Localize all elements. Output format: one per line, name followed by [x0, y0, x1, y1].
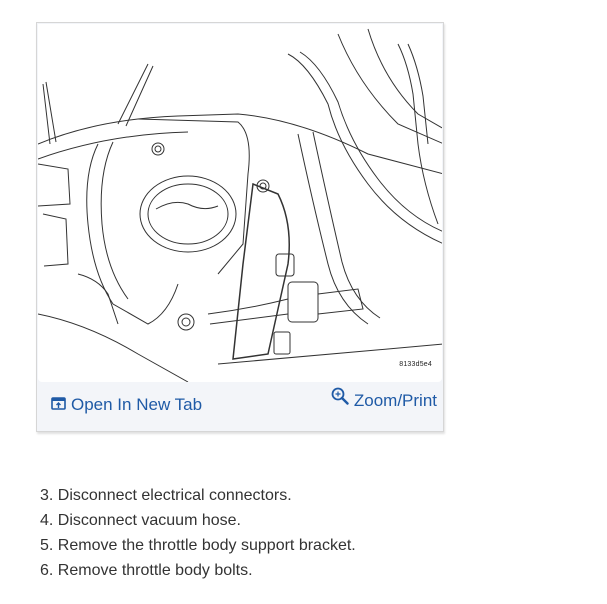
zoom-in-icon [331, 387, 349, 410]
throttle-body-diagram: 8133d5e4 [38, 24, 442, 382]
step-item: 5. Remove the throttle body support brac… [40, 537, 356, 554]
open-in-new-tab-link[interactable]: Open In New Tab [51, 395, 202, 415]
zoom-print-link[interactable]: Zoom/Print [331, 387, 437, 411]
open-new-tab-icon [51, 395, 66, 415]
diagram-illustration [38, 28, 442, 382]
open-in-new-tab-label: Open In New Tab [71, 395, 203, 414]
figure-code: 8133d5e4 [399, 361, 432, 368]
figure-card: 8133d5e4 Open In New Tab Zoom/Print [36, 22, 444, 432]
zoom-print-label: Zoom/Print [353, 391, 437, 410]
step-item: 6. Remove throttle body bolts. [40, 562, 253, 579]
step-item: 3. Disconnect electrical connectors. [40, 487, 292, 504]
instruction-steps: 3. Disconnect electrical connectors. 4. … [40, 483, 356, 583]
step-item: 4. Disconnect vacuum hose. [40, 512, 241, 529]
figure-footer: Open In New Tab Zoom/Print [37, 383, 443, 431]
